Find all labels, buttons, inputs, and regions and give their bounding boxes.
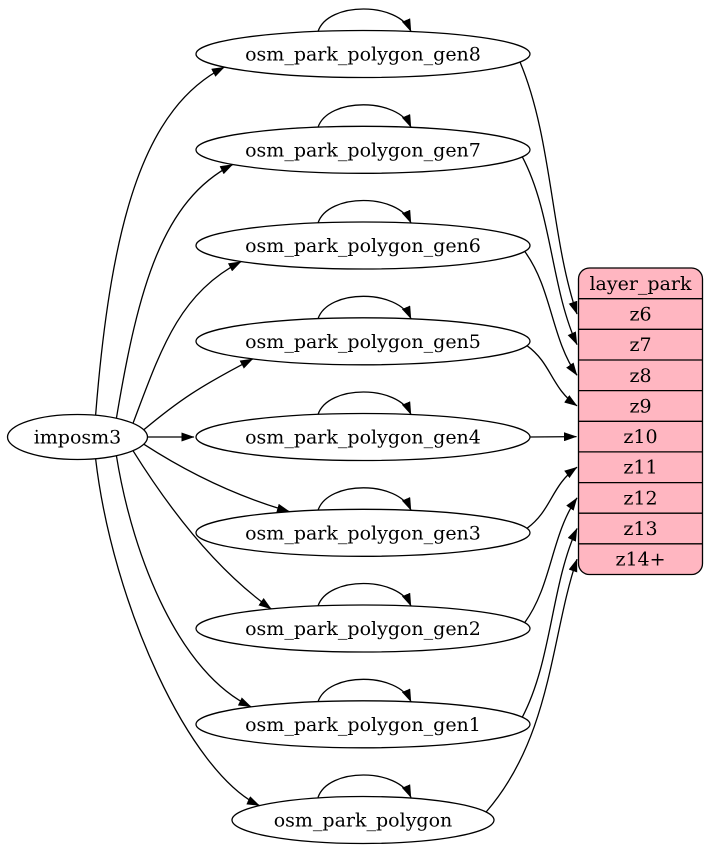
edge-imposm3-to-osm_park_polygon_gen6 bbox=[132, 261, 242, 424]
node-osm_park_polygon_gen4-label: osm_park_polygon_gen4 bbox=[245, 427, 481, 449]
edge-osm_park_polygon_gen7-to-z7 bbox=[521, 156, 578, 346]
node-imposm3-label: imposm3 bbox=[34, 427, 122, 449]
self-loop-osm_park_polygon_gen1 bbox=[317, 678, 412, 703]
self-loop-osm_park_polygon_gen7 bbox=[317, 104, 412, 128]
table-row-label-z9: z9 bbox=[629, 395, 651, 417]
edge-imposm3-to-osm_park_polygon_gen1 bbox=[115, 455, 252, 708]
edge-imposm3-to-osm_park_polygon_gen7 bbox=[115, 163, 234, 419]
edge-osm_park_polygon_gen1-to-z13 bbox=[521, 528, 578, 718]
edge-imposm3-to-osm_park_polygon_gen5 bbox=[143, 358, 254, 431]
table-row-label-z11: z11 bbox=[623, 457, 657, 479]
node-osm_park_polygon_gen3-shape bbox=[195, 508, 531, 557]
node-osm_park_polygon-label: osm_park_polygon bbox=[274, 810, 453, 832]
table-row-label-z6: z6 bbox=[629, 304, 651, 326]
nodes-layer bbox=[6, 29, 704, 845]
table-row-label-z10: z10 bbox=[623, 426, 657, 448]
edge-osm_park_polygon_gen3-to-z11 bbox=[526, 466, 578, 529]
table-row-label-z14+: z14+ bbox=[615, 549, 665, 571]
table-row-label-z7: z7 bbox=[629, 334, 651, 356]
node-osm_park_polygon_gen4-shape bbox=[195, 412, 531, 462]
edge-osm_park_polygon-to-z14+ bbox=[485, 558, 578, 813]
edge-imposm3-to-osm_park_polygon_gen2 bbox=[132, 450, 272, 610]
self-loop-osm_park_polygon_gen3 bbox=[317, 487, 412, 511]
self-loop-osm_park_polygon_gen4 bbox=[317, 391, 412, 415]
node-osm_park_polygon_gen2-label: osm_park_polygon_gen2 bbox=[245, 618, 481, 640]
edges-layer bbox=[94, 8, 578, 813]
self-loop-osm_park_polygon bbox=[317, 774, 412, 798]
edge-osm_park_polygon_gen2-to-z12 bbox=[524, 497, 578, 623]
edge-osm_park_polygon_gen5-to-z9 bbox=[526, 345, 578, 407]
self-loop-osm_park_polygon_gen5 bbox=[317, 295, 412, 320]
node-osm_park_polygon_gen6-shape bbox=[195, 221, 531, 270]
node-osm_park_polygon_gen5-label: osm_park_polygon_gen5 bbox=[245, 331, 481, 353]
node-osm_park_polygon_gen7-label: osm_park_polygon_gen7 bbox=[245, 139, 481, 161]
table-row-label-z8: z8 bbox=[629, 365, 651, 387]
node-osm_park_polygon_gen1-label: osm_park_polygon_gen1 bbox=[245, 714, 481, 736]
node-osm_park_polygon_gen5-shape bbox=[195, 317, 531, 366]
edge-imposm3-to-osm_park_polygon_gen8 bbox=[94, 66, 225, 416]
self-loop-osm_park_polygon_gen6 bbox=[317, 199, 412, 224]
self-loop-osm_park_polygon_gen8 bbox=[317, 8, 412, 32]
edge-imposm3-to-osm_park_polygon_gen3 bbox=[143, 443, 290, 513]
table-row-label-z12: z12 bbox=[623, 487, 657, 509]
node-osm_park_polygon_gen2-shape bbox=[195, 604, 531, 653]
table-row-label-z13: z13 bbox=[623, 518, 657, 540]
edge-osm_park_polygon_gen6-to-z8 bbox=[524, 251, 578, 376]
node-osm_park_polygon_gen8-shape bbox=[195, 29, 531, 79]
table-header-label: layer_park bbox=[589, 273, 692, 295]
labels-layer: imposm3 osm_park_polygon_gen8 osm_park_pol… bbox=[34, 44, 692, 832]
node-osm_park_polygon-shape bbox=[231, 795, 495, 845]
node-osm_park_polygon_gen3-label: osm_park_polygon_gen3 bbox=[245, 522, 481, 544]
node-osm_park_polygon_gen7-shape bbox=[195, 125, 531, 174]
edge-osm_park_polygon_gen8-to-z6 bbox=[519, 61, 578, 315]
node-osm_park_polygon_gen6-label: osm_park_polygon_gen6 bbox=[245, 235, 481, 257]
node-osm_park_polygon_gen8-label: osm_park_polygon_gen8 bbox=[245, 44, 481, 66]
edge-imposm3-to-osm_park_polygon bbox=[94, 458, 260, 807]
self-loop-osm_park_polygon_gen2 bbox=[317, 582, 412, 607]
node-osm_park_polygon_gen1-shape bbox=[195, 700, 531, 749]
